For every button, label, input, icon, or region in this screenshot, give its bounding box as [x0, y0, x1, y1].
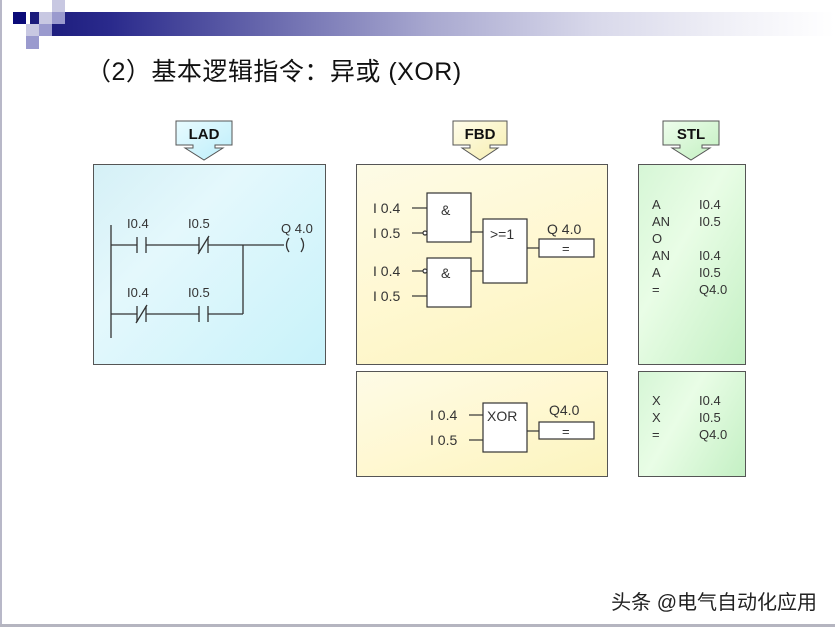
slide-title: （2）基本逻辑指令：异或 (XOR) [86, 58, 462, 86]
lad-panel: I0.4 I0.5 Q 4.0 I0.4 I0.5 [93, 164, 326, 365]
fbd-diagram: I 0.4 I 0.5 I 0.4 I 0.5 & & >=1 Q 4.0 = [373, 192, 595, 308]
negation-circle [422, 268, 428, 274]
stl-operand: Q4.0 [699, 282, 728, 297]
stl-operand: I0.4 [699, 393, 721, 408]
fbd-output-symbol: = [562, 241, 570, 256]
coil-label: Q 4.0 [281, 221, 313, 236]
rung1-contact1-label: I0.4 [127, 216, 149, 231]
lad-label: LAD [189, 126, 220, 143]
coil-left [285, 237, 290, 253]
and2-in2-label: I 0.5 [373, 288, 400, 304]
stl-tag-arrow: STL [662, 120, 720, 161]
decor-square [26, 36, 39, 49]
stl-operand: I0.4 [699, 197, 721, 212]
rung2-contact2-label: I0.5 [188, 285, 210, 300]
decor-square [39, 12, 52, 24]
and1-symbol: & [441, 202, 451, 218]
stl-opcode: AN [652, 248, 671, 263]
xor-output-label: Q4.0 [549, 402, 580, 418]
stl-opcode: X [652, 393, 661, 408]
and1-in2-label: I 0.5 [373, 225, 400, 241]
rung1-contact2-label: I0.5 [188, 216, 210, 231]
stl-opcode: X [652, 410, 661, 425]
negation-circle [422, 230, 428, 236]
xor-symbol: XOR [487, 408, 517, 424]
and-gate-1 [426, 192, 472, 243]
xor-in1-label: I 0.4 [430, 407, 457, 423]
stl-label: STL [677, 126, 705, 143]
decor-square [52, 12, 65, 24]
slide-left-border [0, 0, 2, 627]
stl-opcode: A [652, 265, 661, 280]
xor-output-symbol: = [562, 424, 570, 439]
stl-operand: I0.4 [699, 248, 721, 263]
or-symbol: >=1 [490, 226, 514, 242]
or-gate [482, 218, 528, 284]
header-gradient-bar [30, 12, 835, 36]
and2-in1-label: I 0.4 [373, 263, 400, 279]
xor-gate [482, 402, 528, 453]
stl-opcode: = [652, 427, 660, 442]
stl-operand: I0.5 [699, 214, 721, 229]
stl-opcode: AN [652, 214, 671, 229]
xor-in2-label: I 0.5 [430, 432, 457, 448]
rung2-contact1-label: I0.4 [127, 285, 149, 300]
decor-square [13, 12, 26, 24]
lad-tag-arrow: LAD [175, 120, 233, 161]
stl-operand: I0.5 [699, 410, 721, 425]
coil-right [300, 237, 305, 253]
fbd-tag-arrow: FBD [452, 120, 508, 161]
stl-operand: Q4.0 [699, 427, 728, 442]
decor-square [52, 0, 65, 12]
and2-symbol: & [441, 265, 451, 281]
fbd-label: FBD [465, 126, 496, 143]
and-gate-2 [426, 257, 472, 308]
stl-opcode: O [652, 231, 663, 246]
stl-opcode: = [652, 282, 660, 297]
fbd-xor-panel: I 0.4 I 0.5 XOR Q4.0 = [356, 371, 608, 477]
stl-operand: I0.5 [699, 265, 721, 280]
and1-in1-label: I 0.4 [373, 200, 400, 216]
watermark: 头条 @电气自动化应用 [611, 592, 817, 614]
ladder-diagram: I0.4 I0.5 Q 4.0 I0.4 I0.5 [110, 216, 313, 338]
fbd-panel: I 0.4 I 0.5 I 0.4 I 0.5 & & >=1 Q 4.0 = [356, 164, 608, 365]
decor-square [26, 24, 39, 36]
fbd-xor-diagram: I 0.4 I 0.5 XOR Q4.0 = [430, 402, 595, 453]
slide-bottom-border [0, 624, 835, 627]
fbd-output-label: Q 4.0 [547, 221, 581, 237]
stl-opcode: A [652, 197, 661, 212]
decor-square [39, 24, 52, 36]
